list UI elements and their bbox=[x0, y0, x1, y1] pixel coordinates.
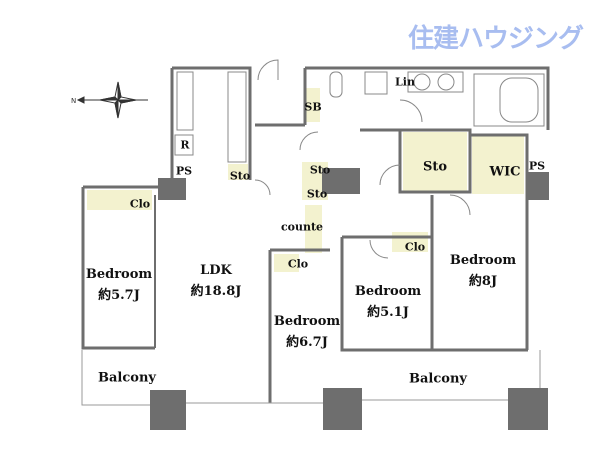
shoe-box-label: SB bbox=[304, 100, 322, 114]
room-name: Bedroom bbox=[354, 284, 422, 299]
room-size: 約6.7J bbox=[286, 335, 328, 350]
room-bedroom-east: Bedroom 約8J bbox=[450, 253, 516, 289]
compass-icon bbox=[76, 81, 148, 119]
storage-label: Sto bbox=[306, 187, 328, 201]
walls bbox=[81, 66, 550, 403]
pipe-space-label: PS bbox=[528, 159, 546, 173]
room-bedroom-mid: Bedroom 約5.1J bbox=[355, 284, 421, 320]
compass-north-label: N bbox=[71, 97, 76, 105]
room-size: 約5.1J bbox=[367, 305, 409, 320]
room-size: 約8J bbox=[468, 274, 498, 289]
closet-label: Clo bbox=[287, 257, 309, 271]
room-name: Bedroom bbox=[273, 314, 341, 329]
room-size: 約18.8J bbox=[190, 284, 242, 299]
room-size: 約5.7J bbox=[98, 288, 140, 303]
room-name: LDK bbox=[200, 263, 232, 278]
linen-label: Lin bbox=[395, 75, 415, 89]
refrigerator-label: R bbox=[180, 138, 190, 152]
room-bedroom-center: Bedroom 約6.7J bbox=[274, 314, 340, 350]
doors bbox=[254, 59, 471, 259]
room-bedroom-west: Bedroom 約5.7J bbox=[86, 267, 152, 303]
fixtures bbox=[174, 71, 545, 163]
storage-label: Sto bbox=[229, 169, 251, 183]
balcony-rails bbox=[81, 350, 541, 406]
counter-label: counte bbox=[280, 220, 324, 234]
walk-in-closet-label: WIC bbox=[489, 164, 521, 180]
closet-label: Clo bbox=[404, 240, 426, 254]
pipe-space-label: PS bbox=[175, 164, 193, 178]
room-name: Bedroom bbox=[449, 253, 517, 268]
storage-label: Sto bbox=[309, 163, 331, 177]
room-ldk: LDK 約18.8J bbox=[191, 263, 242, 299]
balcony-east: Balcony bbox=[409, 371, 467, 387]
closet-label: Clo bbox=[129, 197, 151, 211]
company-logo: 住建ハウジング bbox=[408, 24, 584, 54]
structural-columns bbox=[150, 168, 549, 430]
balcony-west: Balcony bbox=[98, 370, 156, 386]
storage-label: Sto bbox=[422, 159, 448, 175]
room-name: Bedroom bbox=[85, 267, 153, 282]
